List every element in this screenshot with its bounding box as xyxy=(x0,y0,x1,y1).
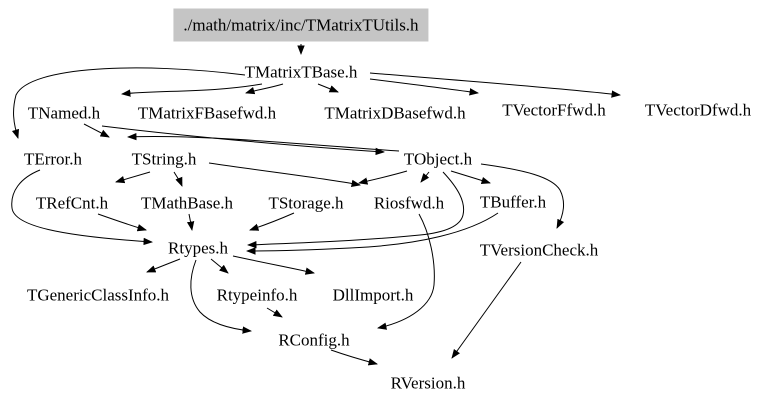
graph-node-tgenericclassinfo[interactable]: TGenericClassInfo.h xyxy=(26,285,170,305)
edge-tmatrixtbase-to-tmatrixdbasefwd xyxy=(317,83,339,93)
edge-terror-to-rtypes xyxy=(11,169,153,246)
edge-rconfig-to-rversion xyxy=(330,349,378,366)
graph-node-tvectorffwd[interactable]: TVectorFfwd.h xyxy=(502,100,606,120)
graph-node-rversion[interactable]: RVersion.h xyxy=(390,373,466,393)
graph-node-rtypeinfo[interactable]: Rtypeinfo.h xyxy=(216,285,298,305)
edge-tmatrixtbase-to-tmatrixfbasefwd xyxy=(245,83,284,95)
edge-riosfwd-to-rconfig xyxy=(377,213,435,330)
edge-tmatrixtbase-to-terror xyxy=(11,67,246,139)
edge-rtypes-to-rconfig xyxy=(190,259,252,334)
graph-node-tmatrixtbase[interactable]: TMatrixTBase.h xyxy=(244,62,358,82)
edge-tmatrixtbase-to-tnamed xyxy=(121,83,263,97)
graph-node-tstring[interactable]: TString.h xyxy=(131,149,197,169)
edge-tobject-to-tbuffer xyxy=(450,170,491,185)
graph-root-node-tmatrixtutils[interactable]: ./math/matrix/inc/TMatrixTUtils.h xyxy=(173,8,429,42)
graph-node-tvectordfwd[interactable]: TVectorDfwd.h xyxy=(644,100,752,120)
edge-tstring-to-tmathbase xyxy=(173,171,183,187)
graph-node-trefcnt[interactable]: TRefCnt.h xyxy=(35,193,109,213)
edge-tstring-to-trefcnt xyxy=(115,171,151,184)
graph-node-tstorage[interactable]: TStorage.h xyxy=(268,193,344,213)
graph-node-tbuffer[interactable]: TBuffer.h xyxy=(479,192,547,212)
graph-node-tobject[interactable]: TObject.h xyxy=(403,149,473,169)
graph-node-rtypes[interactable]: Rtypes.h xyxy=(168,238,228,258)
graph-node-rconfig[interactable]: RConfig.h xyxy=(278,330,350,350)
edge-tobject-to-riosfwd xyxy=(420,171,430,183)
edge-tmatrixtbase-to-tvectordfwd xyxy=(369,72,621,98)
graph-node-dllimport[interactable]: DllImport.h xyxy=(332,285,414,305)
edge-tnamed-to-tobject xyxy=(101,125,385,156)
edge-tstorage-to-rtypes xyxy=(249,212,295,231)
graph-node-tmatrixfbasefwd[interactable]: TMatrixFBasefwd.h xyxy=(137,103,277,123)
edge-tmatrixtbase-to-tvectorffwd xyxy=(369,78,479,96)
graph-node-riosfwd[interactable]: Riosfwd.h xyxy=(373,193,445,213)
edge-tobject-to-tstorage xyxy=(358,170,408,185)
edge-rtypes-to-dllimport xyxy=(232,255,315,275)
edge-tmathbase-to-rtypes xyxy=(186,213,195,231)
edge-tnamed-to-tstring xyxy=(83,123,110,138)
edge-rtypes-to-tgenericclassinfo xyxy=(146,258,181,273)
graph-node-tversioncheck[interactable]: TVersionCheck.h xyxy=(479,240,599,260)
graph-node-tmatrixdbasefwd[interactable]: TMatrixDBasefwd.h xyxy=(324,103,466,123)
edge-rtypeinfo-to-rconfig xyxy=(266,307,283,318)
edge-rtypes-to-rtypeinfo xyxy=(210,258,229,274)
graph-node-tnamed[interactable]: TNamed.h xyxy=(27,103,101,123)
edge-tobject-to-tversioncheck xyxy=(480,163,565,229)
graph-node-terror[interactable]: TError.h xyxy=(23,149,83,169)
edge-tversioncheck-to-rversion xyxy=(451,261,522,359)
edge-tobject-to-tstring xyxy=(127,132,400,152)
graph-node-tmathbase[interactable]: TMathBase.h xyxy=(140,193,234,213)
edge-trefcnt-to-rtypes xyxy=(97,213,147,232)
edge-tbuffer-to-rtypes xyxy=(246,212,499,255)
edge-tstring-to-riosfwd xyxy=(208,162,361,187)
